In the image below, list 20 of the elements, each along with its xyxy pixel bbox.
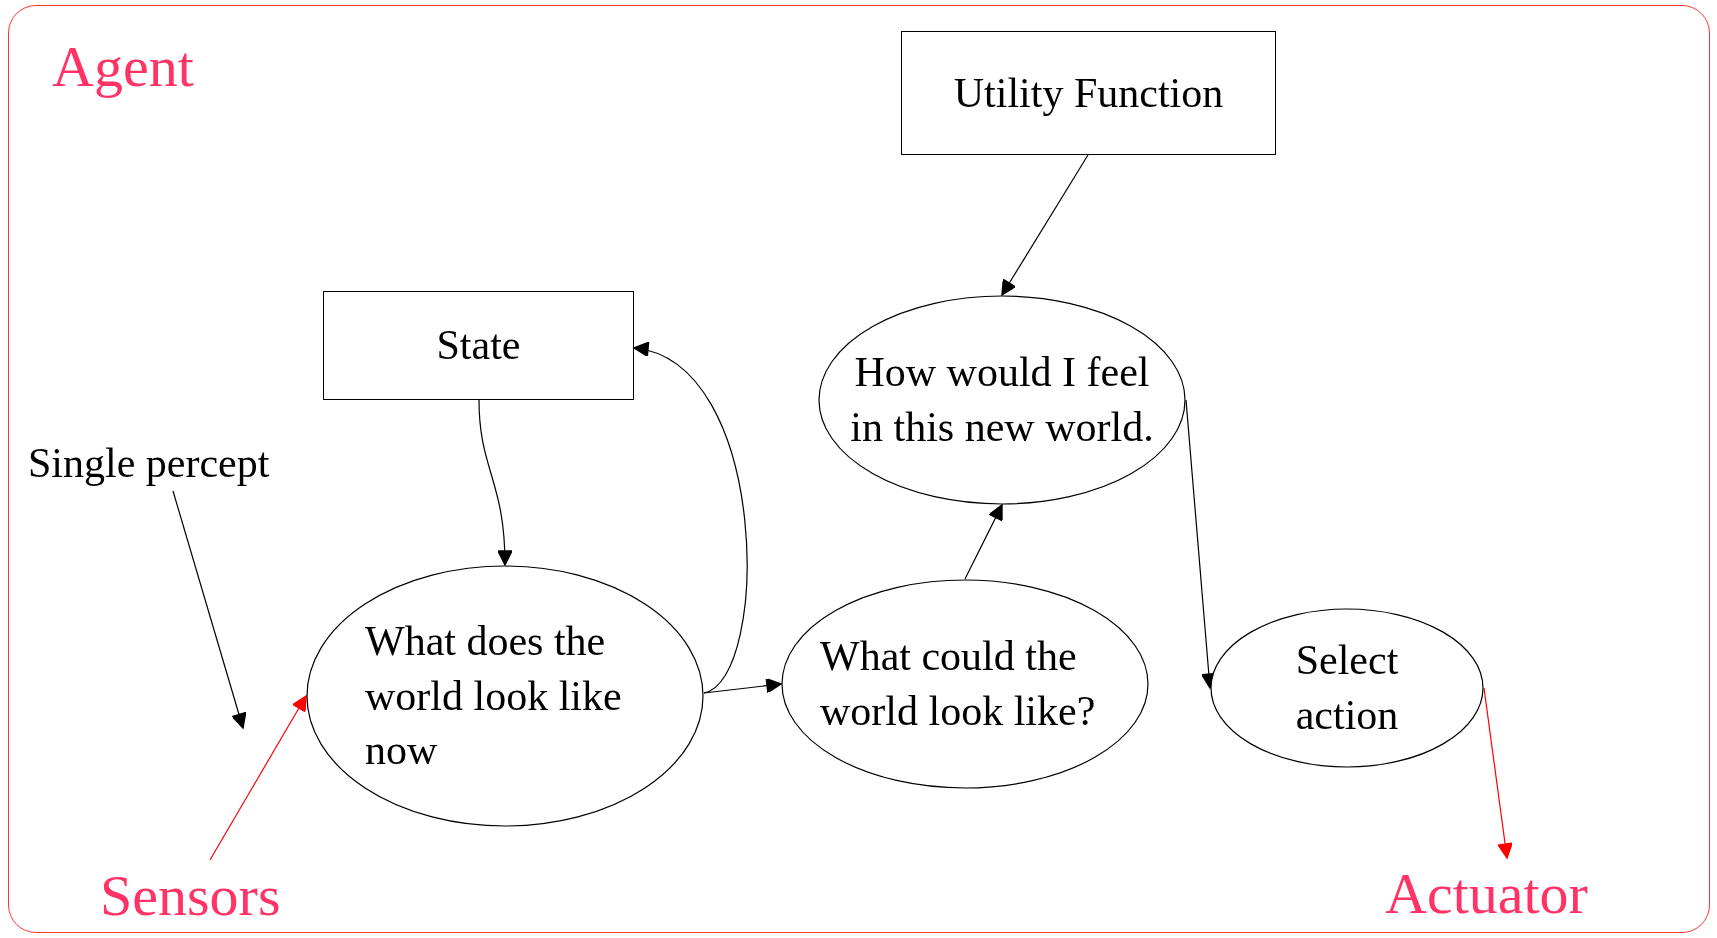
- node-text: What could the world look like?: [820, 632, 1097, 736]
- node-text: Select action: [1294, 636, 1400, 740]
- node-label: Actuator: [1385, 860, 1588, 929]
- arrow: [478, 399, 513, 566]
- node-label: Sensors: [100, 862, 281, 931]
- arrow: [209, 695, 307, 861]
- node-text: What does the world look like now: [365, 617, 623, 776]
- arrow: [1001, 154, 1089, 296]
- arrow: [172, 490, 247, 729]
- process-box: [901, 31, 1276, 155]
- node-text: Utility Function: [953, 68, 1224, 118]
- arrow: [964, 504, 1003, 580]
- arrow: [703, 677, 782, 694]
- node-label: Single percept: [28, 438, 270, 488]
- node-text: State: [436, 321, 521, 371]
- node-text: How would I feel in this new world.: [849, 348, 1155, 452]
- arrow: [633, 344, 748, 694]
- frame-title: Agent: [52, 33, 194, 101]
- process-box: [323, 291, 634, 400]
- agent-frame: [8, 5, 1710, 933]
